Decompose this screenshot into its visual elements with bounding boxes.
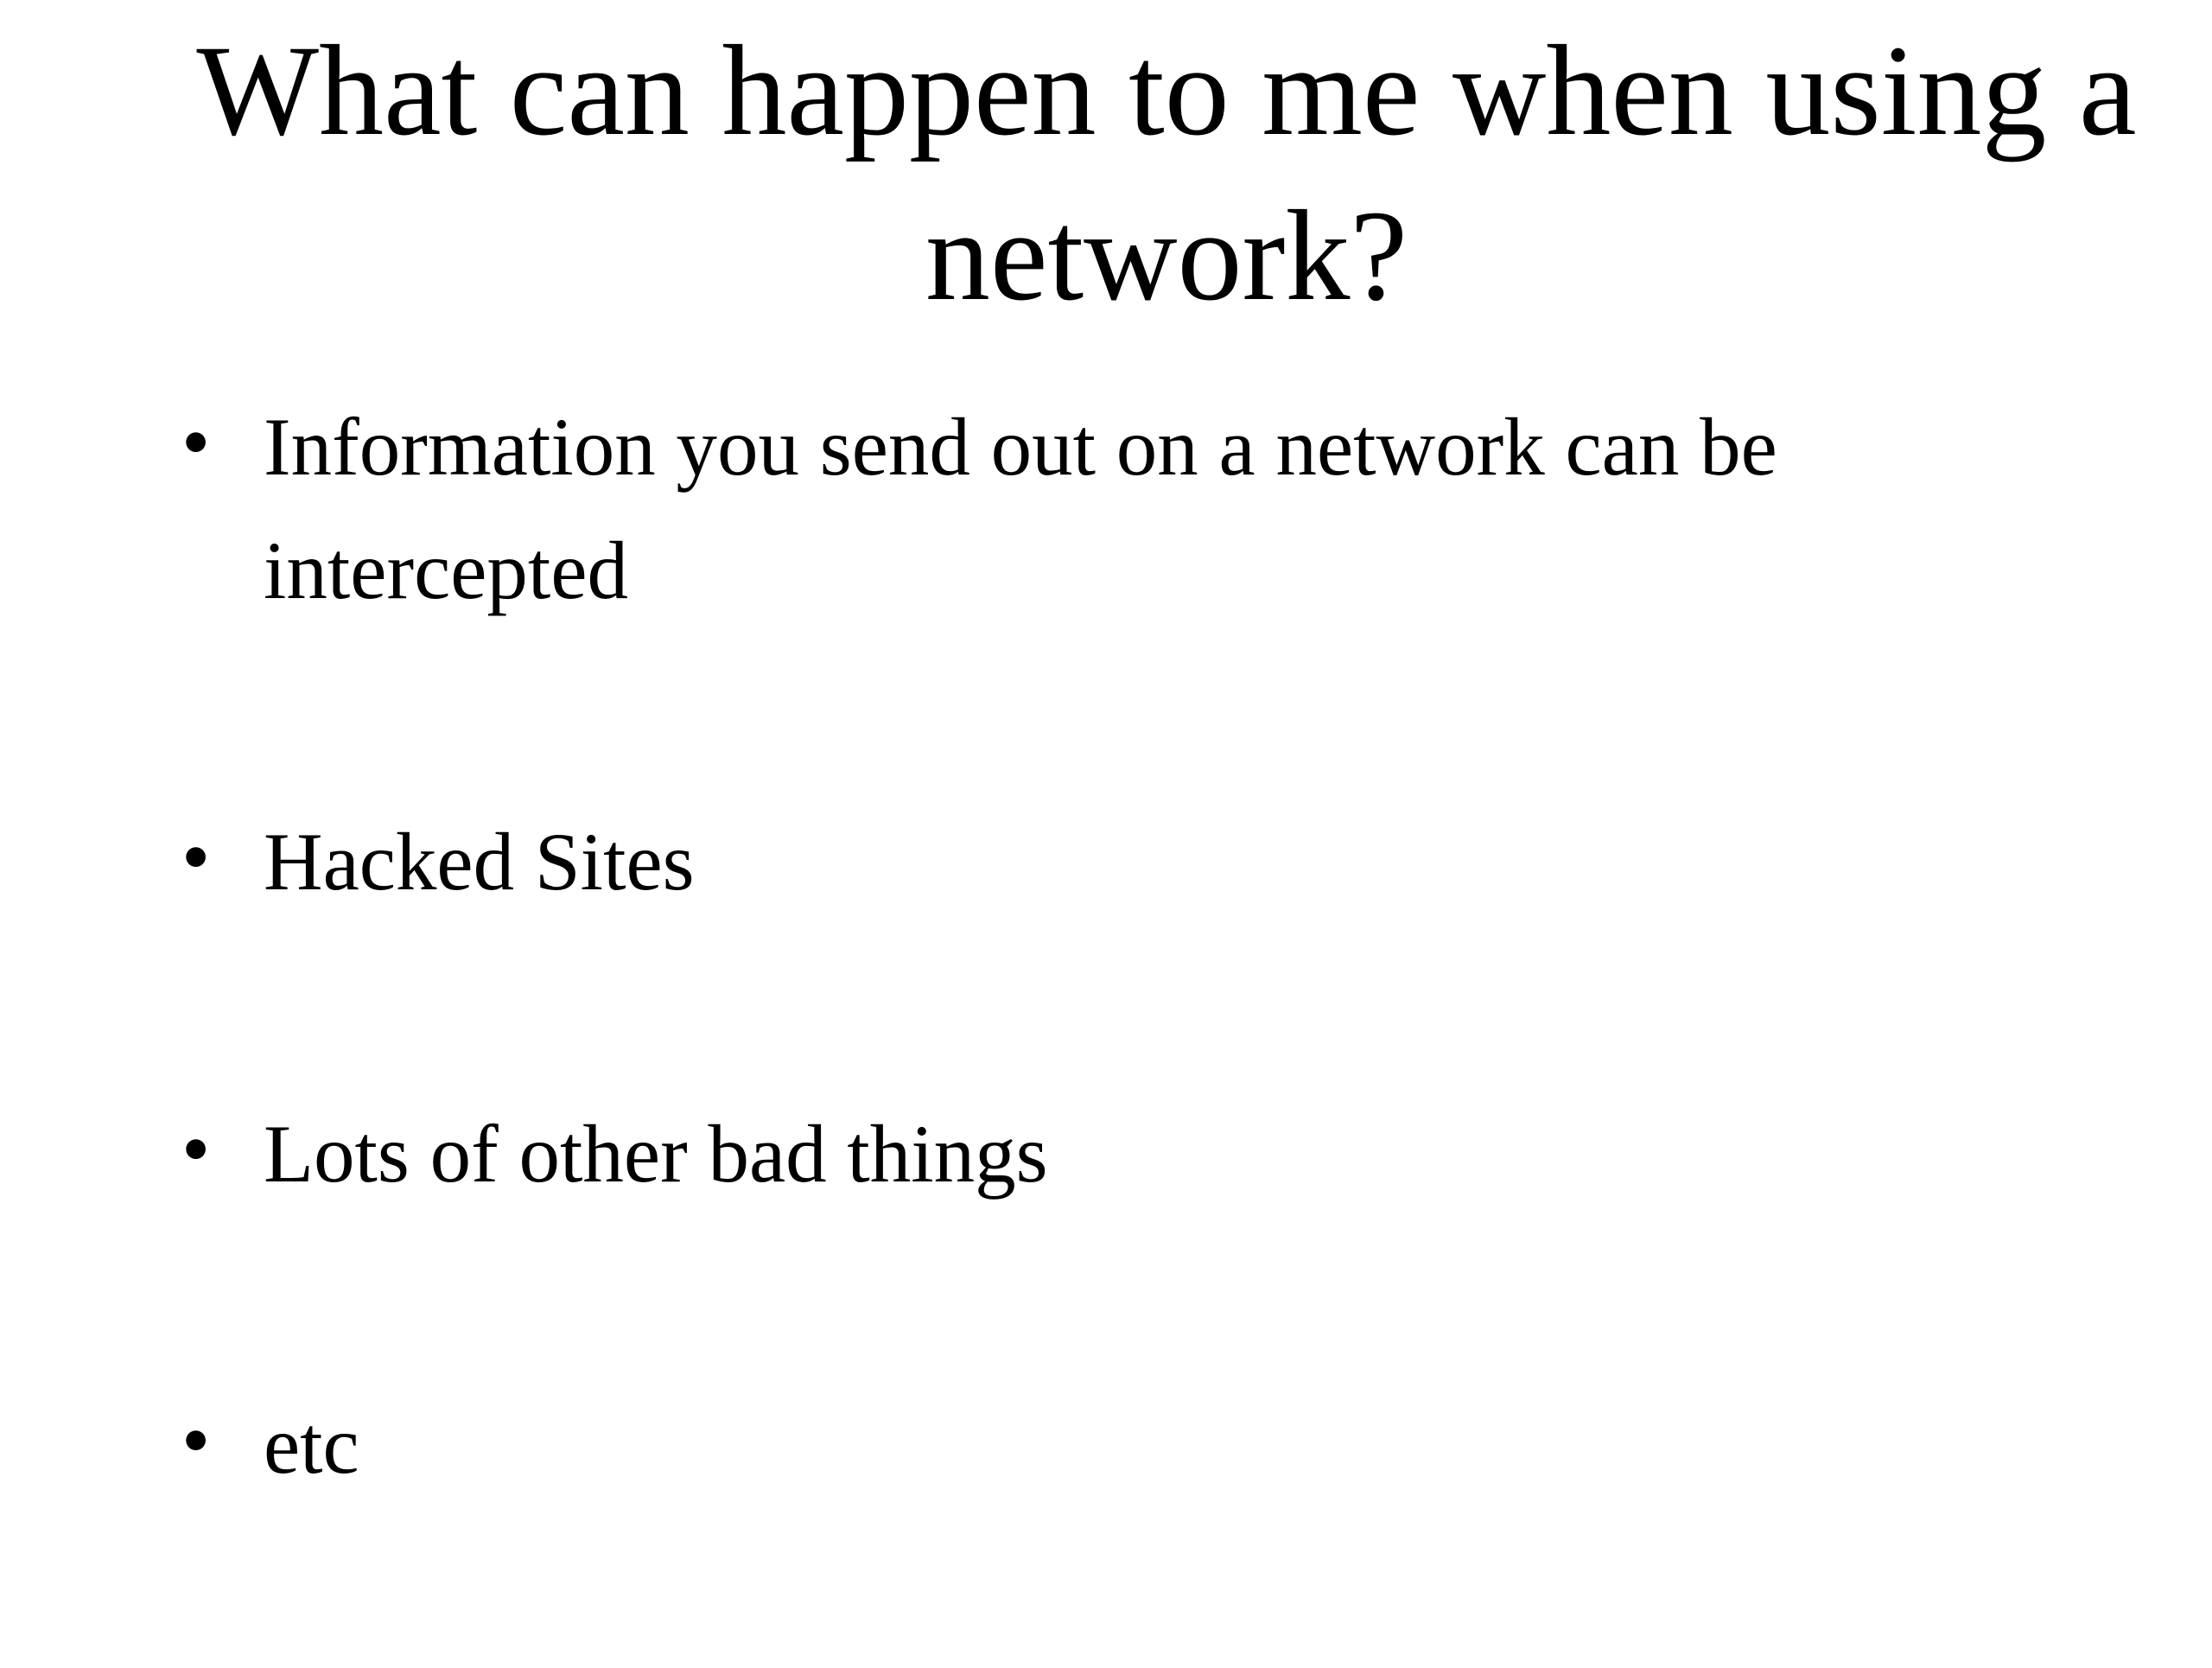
bullet-text: Information you send out on a network ca… [264,401,1777,616]
bullet-icon: • [181,1394,211,1486]
bullet-icon: • [181,811,211,902]
bullet-icon: • [181,396,211,487]
bullet-text: Lots of other bad things [264,1107,1048,1200]
list-item: • Hacked Sites [181,800,2091,924]
list-item: • Lots of other bad things [181,1092,2091,1216]
bullet-text: Hacked Sites [264,816,695,907]
bullet-icon: • [181,1102,211,1194]
bullet-text: etc [264,1399,359,1491]
slide-title: What can happen to me when using a netwo… [196,19,2137,328]
bullet-list: • Information you send out on a network … [181,385,2091,1507]
list-item: • Information you send out on a network … [181,385,2091,632]
list-item: • etc [181,1384,2091,1507]
presentation-slide: What can happen to me when using a netwo… [0,9,2212,1668]
